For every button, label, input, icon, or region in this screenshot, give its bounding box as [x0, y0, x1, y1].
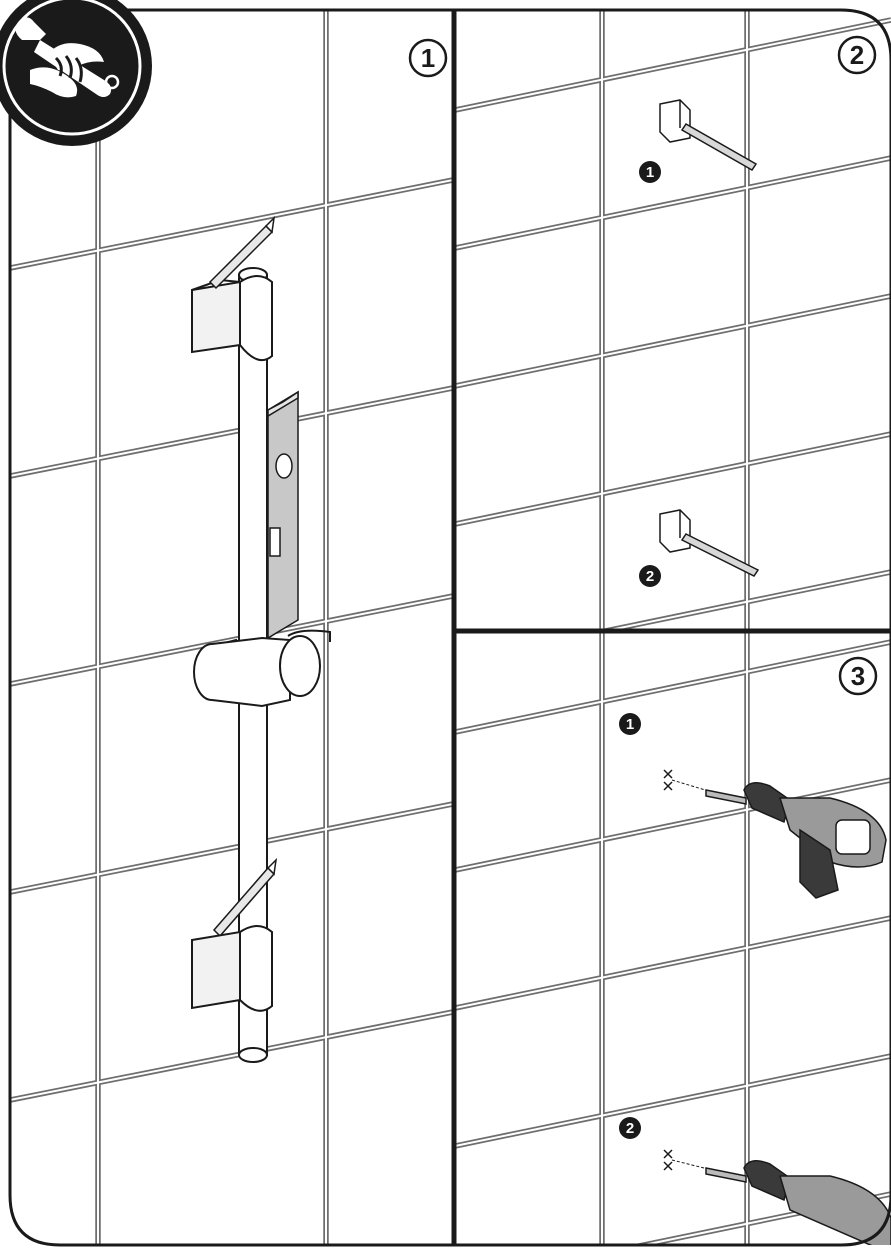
tile-grid — [10, 10, 453, 1245]
wrench-hand-icon — [0, 0, 152, 146]
svg-text:1: 1 — [626, 716, 634, 733]
svg-text:1: 1 — [646, 164, 654, 181]
drill-icon — [705, 782, 887, 899]
callout-1: 1 — [639, 161, 661, 183]
panel-step-3: 1 2 3 — [455, 632, 891, 1245]
pencil-icon — [212, 857, 278, 938]
panel-step-1: 1 — [10, 10, 453, 1245]
wall-plug-marker — [659, 509, 760, 577]
panel-step-2: 1 2 2 — [455, 10, 891, 630]
bottom-bracket — [191, 925, 273, 1012]
cross-marks — [663, 1149, 673, 1171]
drill-icon — [705, 1160, 891, 1245]
callout-2: 2 — [619, 1117, 641, 1139]
panel-frames — [8, 8, 891, 1247]
wall-plug-marker — [659, 99, 758, 171]
svg-text:2: 2 — [646, 568, 654, 585]
svg-text:3: 3 — [851, 661, 865, 691]
step-number-2: 2 — [837, 35, 877, 75]
svg-text:2: 2 — [626, 1120, 634, 1137]
cross-marks — [663, 769, 673, 791]
spirit-level — [267, 390, 299, 640]
svg-text:2: 2 — [850, 40, 864, 70]
svg-text:1: 1 — [421, 43, 435, 73]
shower-holder — [193, 629, 331, 708]
callout-1: 1 — [619, 713, 641, 735]
top-bracket — [191, 275, 273, 362]
step-number-1: 1 — [408, 38, 448, 78]
step-number-3: 3 — [838, 656, 878, 696]
pencil-icon — [208, 215, 276, 290]
callout-2: 2 — [639, 565, 661, 587]
